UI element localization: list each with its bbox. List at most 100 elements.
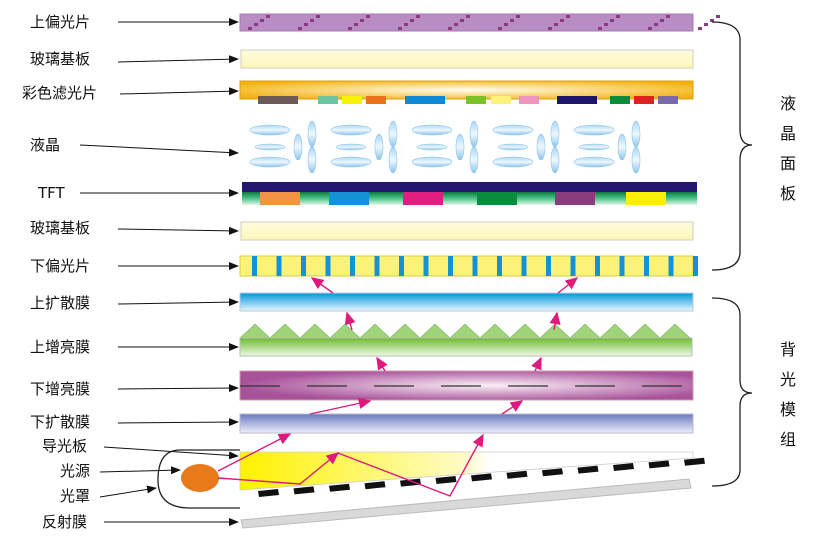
- polarizer-stripe: [619, 256, 625, 276]
- polarizer-stripe: [423, 256, 429, 276]
- lc-molecule-vertical: [307, 146, 317, 174]
- lc-molecule-horizontal: [330, 124, 372, 136]
- polarizer-dot: [404, 23, 408, 26]
- lc-molecule-horizontal: [249, 124, 291, 136]
- lc-molecule-horizontal: [578, 143, 610, 151]
- color-filter-block: [519, 96, 539, 104]
- label-upper-diffuser: 上扩散膜: [30, 294, 239, 312]
- light-source: [181, 464, 219, 492]
- prism: [479, 323, 511, 339]
- svg-text:晶: 晶: [780, 124, 796, 143]
- label-light-guide-plate: 导光板: [42, 437, 239, 460]
- light-guide-dot: [293, 486, 315, 495]
- polarizer-dot: [566, 15, 570, 18]
- tft-blocks: [260, 192, 666, 205]
- light-guide-dot: [542, 468, 563, 477]
- lc-molecule-vertical: [293, 133, 303, 161]
- lc-molecule-horizontal: [573, 156, 615, 168]
- lc-molecule-vertical: [550, 120, 560, 148]
- lc-molecule-vertical: [388, 146, 398, 174]
- polarizer-dot: [504, 23, 508, 26]
- prism: [239, 323, 271, 339]
- tft-block: [555, 192, 595, 205]
- tft-bar: [242, 182, 697, 192]
- lcd-panel-brace: [711, 21, 753, 271]
- lc-molecule-vertical: [550, 146, 560, 174]
- tft-block: [329, 192, 369, 205]
- polarizer-dot: [698, 27, 702, 30]
- polarizer-dot: [648, 27, 652, 30]
- polarizer-dot: [398, 27, 402, 30]
- lc-molecule-horizontal: [330, 156, 372, 168]
- polarizer-dot: [598, 27, 602, 30]
- svg-text:下偏光片: 下偏光片: [30, 257, 90, 275]
- svg-text:背: 背: [780, 340, 796, 359]
- prism: [599, 323, 631, 339]
- lc-molecule-vertical: [307, 120, 317, 148]
- svg-text:液晶: 液晶: [30, 136, 60, 154]
- light-guide-dot: [258, 489, 279, 497]
- svg-text:玻璃基板: 玻璃基板: [30, 219, 90, 237]
- lc-molecule-horizontal: [411, 124, 453, 136]
- tft-block: [626, 192, 666, 205]
- lc-molecule-horizontal: [249, 156, 291, 168]
- lc-molecule-vertical: [455, 133, 465, 161]
- label-glass-substrate-bottom: 玻璃基板: [30, 219, 239, 237]
- label-liquid-crystal: 液晶: [30, 136, 239, 157]
- svg-text:上增亮膜: 上增亮膜: [30, 338, 90, 356]
- polarizer-dot: [466, 15, 470, 18]
- svg-text:模: 模: [780, 400, 796, 419]
- label-color-filter: 彩色滤光片: [22, 84, 239, 102]
- backlight-brace: [711, 297, 753, 487]
- polarizer-stripe: [668, 256, 674, 276]
- light-guide-dot: [684, 457, 705, 466]
- polarizer-dot: [666, 15, 670, 18]
- light-guide-dot: [613, 463, 634, 471]
- polarizer-stripe: [546, 256, 551, 276]
- svg-text:上扩散膜: 上扩散膜: [30, 294, 90, 312]
- lc-molecule-horizontal: [492, 156, 534, 168]
- polarizer-dot: [554, 23, 558, 26]
- lc-molecule-vertical: [617, 133, 627, 161]
- polarizer-dot: [454, 23, 458, 26]
- svg-text:光源: 光源: [60, 462, 90, 480]
- color-filter-blocks: [258, 96, 678, 104]
- label-upper-brightness-film: 上增亮膜: [30, 338, 239, 356]
- polarizer-stripe: [570, 256, 576, 276]
- polarizer-stripe: [276, 256, 282, 276]
- polarizer-pattern: [248, 15, 720, 30]
- prism: [449, 323, 481, 339]
- polarizer-stripe: [448, 256, 453, 276]
- lower-diffuser-layer: [239, 413, 694, 434]
- prism: [509, 323, 541, 339]
- light-guide-dot: [400, 478, 421, 487]
- polarizer-dot: [610, 19, 614, 22]
- label-lamp-cover: 光罩: [60, 485, 157, 505]
- polarizer-dot: [254, 23, 258, 26]
- label-upper-polarizer: 上偏光片: [30, 13, 239, 31]
- label-lower-polarizer: 下偏光片: [30, 257, 239, 275]
- svg-text:下增亮膜: 下增亮膜: [30, 380, 90, 398]
- label-glass-substrate-top: 玻璃基板: [30, 50, 239, 68]
- liquid-crystal-molecules: [249, 120, 641, 174]
- upper-diffuser-layer: [239, 292, 694, 312]
- light-guide-dot: [506, 470, 528, 479]
- glass-substrate-bottom-layer: [240, 221, 694, 241]
- polarizer-dot: [516, 15, 520, 18]
- polarizer-dot: [366, 15, 370, 18]
- prism: [269, 323, 301, 339]
- lc-molecule-horizontal: [335, 143, 367, 151]
- prism: [569, 323, 601, 339]
- polarizer-dot: [616, 15, 620, 18]
- prism: [629, 323, 661, 339]
- svg-text:光罩: 光罩: [60, 487, 90, 505]
- label-reflector-film: 反射膜: [42, 513, 239, 531]
- polarizer-dot: [348, 27, 352, 30]
- prism: [329, 323, 361, 339]
- polarizer-dot: [310, 19, 314, 22]
- light-guide-dot: [329, 483, 350, 492]
- color-filter-block: [318, 96, 338, 104]
- lc-molecule-vertical: [388, 120, 398, 148]
- polarizer-dot: [354, 23, 358, 26]
